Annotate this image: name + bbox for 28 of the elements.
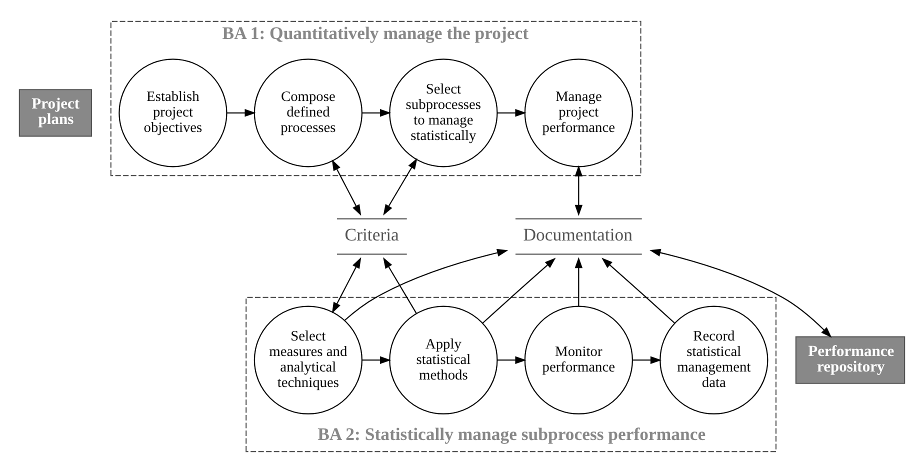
arrow (496, 109, 526, 117)
node-circle: Select measures and analytical techniques (253, 306, 362, 414)
node-circle: Establish project objectives (118, 58, 227, 168)
arrow (574, 165, 582, 216)
arrow (226, 109, 256, 117)
arrow (574, 257, 582, 306)
node-circle: Apply statistical methods (388, 306, 498, 414)
arrow (496, 356, 526, 364)
arrow (362, 109, 391, 117)
node-box: Performance repository (794, 336, 905, 384)
node-circle: Select subprocesses to manage statistically (388, 58, 498, 168)
node-circle: Monitor performance (524, 306, 632, 414)
node-box: Project plans (18, 89, 92, 137)
node-text: Documentation (522, 224, 632, 245)
node-text: Criteria (344, 224, 398, 245)
arrow (331, 257, 361, 314)
arrow (382, 158, 417, 216)
arrow (331, 159, 361, 216)
node-circle: Compose defined processes (253, 58, 362, 168)
arrow (344, 248, 508, 321)
arrow (362, 356, 391, 364)
arrow (649, 248, 832, 338)
arrow (482, 258, 556, 324)
arrow (632, 356, 662, 364)
arrow (601, 258, 675, 324)
node-circle: Record statistical management data (659, 306, 768, 414)
node-circle: Manage project performance (524, 58, 632, 168)
arrow (382, 257, 416, 314)
